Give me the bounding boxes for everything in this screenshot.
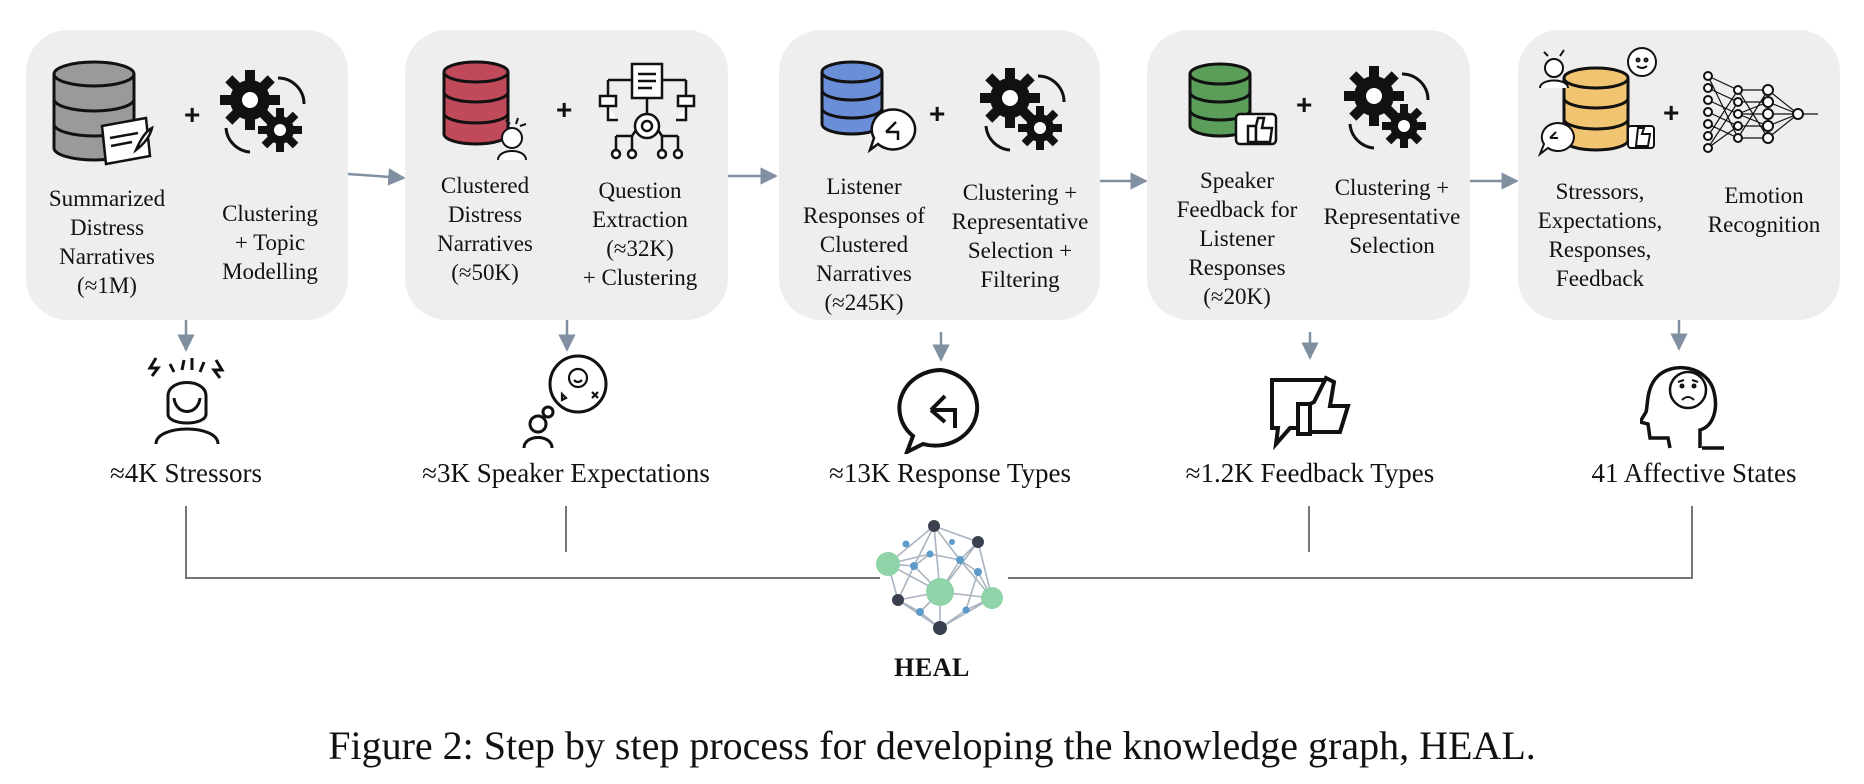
knowledge-graph-icon [876, 520, 1003, 635]
output-label-stressors: ≈4K Stressors [109, 458, 263, 488]
sad-head-icon [1640, 365, 1724, 450]
person-thought-bubble-icon [522, 354, 608, 449]
database-thumbs-up-icon [1188, 62, 1278, 146]
gears-icon [1344, 66, 1430, 150]
output-label-response-types: ≈13K Response Types [829, 458, 1071, 488]
stage-1-input-label: Summarized Distress Narratives (≈1M) [48, 186, 166, 298]
database-scroll-icon [52, 60, 154, 166]
neural-network-icon [1703, 71, 1818, 153]
stage-2-process-label: Question Extraction (≈32K) + Clustering [582, 178, 698, 290]
plus-sign-1: + [184, 99, 201, 130]
database-stressed-person-icon [442, 60, 527, 161]
thumbs-up-bubble-icon [1270, 375, 1351, 451]
output-label-speaker-expectations: ≈3K Speaker Expectations [422, 458, 710, 488]
database-reply-icon [820, 60, 917, 154]
stage-1-process-label: Clustering + Topic Modelling [222, 201, 318, 284]
stage-5-input-label: Stressors, Expectations, Responses, Feed… [1537, 179, 1663, 291]
document-flow-icon [598, 62, 696, 160]
figure-caption: Figure 2: Step by step process for devel… [328, 723, 1536, 768]
stressed-person-icon [147, 357, 225, 445]
stage-5-process-label: Emotion Recognition [1707, 183, 1821, 237]
plus-sign-2: + [556, 94, 573, 125]
stage-2-input-label: Clustered Distress Narratives (≈50K) [437, 173, 533, 285]
heal-connectors [185, 506, 1693, 579]
stage-4-input-label: Speaker Feedback for Listener Responses … [1176, 168, 1298, 309]
flow-arrow-1 [347, 168, 406, 186]
gears-icon [980, 68, 1066, 152]
plus-sign-3: + [929, 98, 946, 129]
stage-3-process-label: Clustering + Representative Selection + … [951, 180, 1089, 292]
database-combined-icon [1537, 47, 1657, 157]
stage-3-input-label: Listener Responses of Clustered Narrativ… [802, 174, 926, 315]
reply-bubble-icon [897, 367, 980, 454]
output-label-feedback-types: ≈1.2K Feedback Types [1185, 458, 1435, 488]
plus-sign-4: + [1296, 89, 1313, 120]
gears-icon [220, 70, 306, 154]
plus-sign-5: + [1663, 97, 1680, 128]
stage-4-process-label: Clustering + Representative Selection [1323, 175, 1461, 258]
output-label-affective-states: 41 Affective States [1591, 458, 1797, 488]
graph-label: HEAL [894, 653, 970, 682]
